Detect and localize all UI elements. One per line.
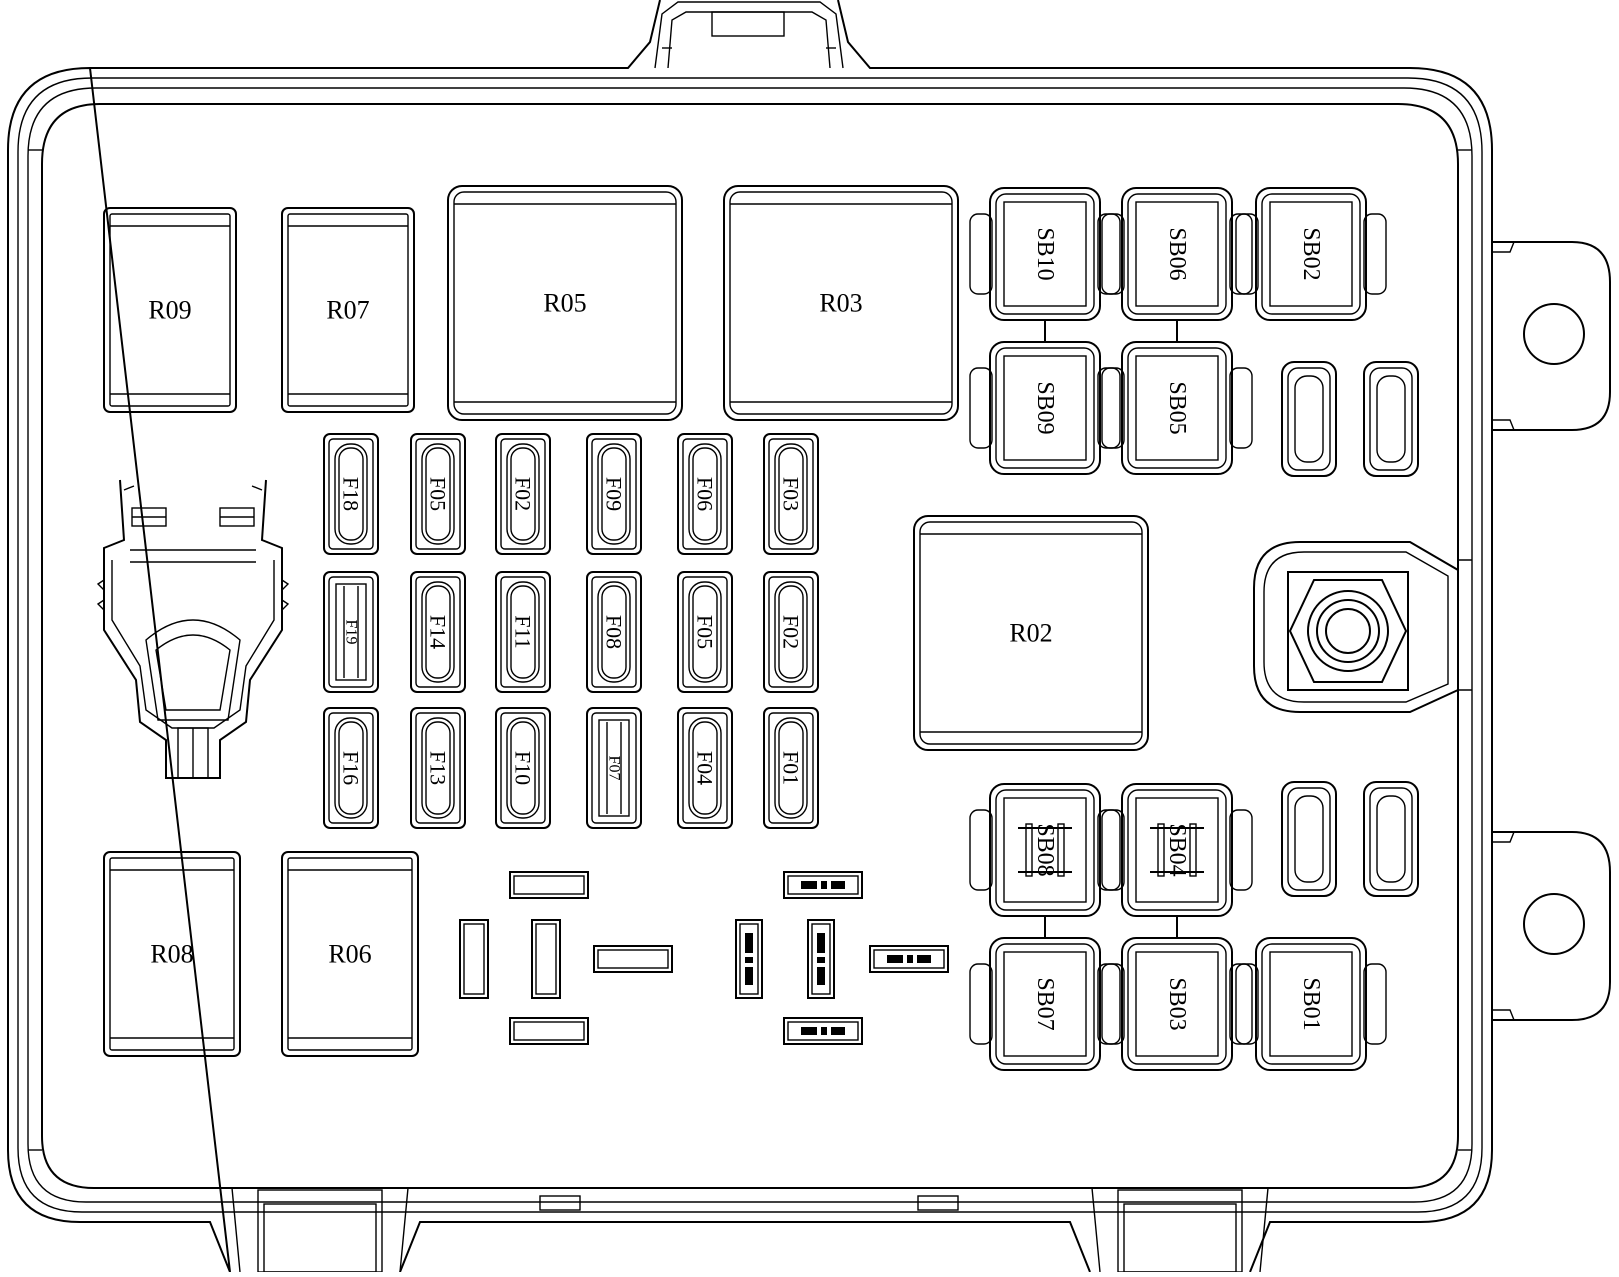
slow-blow-fuse-label: SB04 <box>1164 823 1190 876</box>
fuse-f09: F09 <box>586 433 642 555</box>
fuse-label: F16 <box>339 751 364 785</box>
terminal-pin <box>807 919 835 999</box>
connector-clip <box>96 479 290 779</box>
terminal-pin <box>783 1017 863 1045</box>
slow-blow-fuse-sb05: SB05 <box>1101 341 1253 475</box>
slow-blow-fuse-sb09: SB09 <box>969 341 1121 475</box>
terminal-pin <box>783 871 863 899</box>
spare-slot <box>1281 781 1337 897</box>
fuse-f08: F08 <box>586 571 642 693</box>
fuse-label: F03 <box>779 477 804 511</box>
fuse-label: F04 <box>693 751 718 785</box>
fuse-label: F01 <box>779 751 804 785</box>
fuse-f13: F13 <box>410 707 466 829</box>
fuse-label: F10 <box>511 751 536 785</box>
fuse-f05: F05 <box>410 433 466 555</box>
relay-label: R05 <box>543 289 586 318</box>
fuse-f02: F02 <box>763 571 819 693</box>
relay-r03: R03 <box>723 185 959 421</box>
slow-blow-fuse-sb07: SB07 <box>969 937 1121 1071</box>
fuse-f04: F04 <box>677 707 733 829</box>
relay-label: R08 <box>150 940 193 969</box>
spare-slot <box>1363 781 1419 897</box>
relay-r09: R09 <box>103 207 237 413</box>
slow-blow-fuse-sb03: SB03 <box>1101 937 1253 1071</box>
slow-blow-fuse-sb06: SB06 <box>1101 187 1253 321</box>
fuse-f06: F06 <box>677 433 733 555</box>
slow-blow-fuse-sb02: SB02 <box>1235 187 1387 321</box>
fuse-f02: F02 <box>495 433 551 555</box>
fuse-f14: F14 <box>410 571 466 693</box>
fuse-label: F19 <box>343 620 360 645</box>
relay-r06: R06 <box>281 851 419 1057</box>
fuse-f18: F18 <box>323 433 379 555</box>
slow-blow-fuse-sb04: SB04 <box>1101 783 1253 917</box>
fuse-f01: F01 <box>763 707 819 829</box>
relay-r07: R07 <box>281 207 415 413</box>
fuse-f10: F10 <box>495 707 551 829</box>
fuse-label: F18 <box>339 477 364 511</box>
slow-blow-fuse-label: SB06 <box>1164 227 1190 280</box>
relay-r02: R02 <box>913 515 1149 751</box>
slow-blow-fuse-label: SB09 <box>1032 381 1058 434</box>
terminal-pins <box>459 871 949 1045</box>
fuse-label: F11 <box>511 615 536 648</box>
slow-blow-fuse-label: SB03 <box>1164 977 1190 1030</box>
fuse-f03: F03 <box>763 433 819 555</box>
housing <box>7 0 1611 1273</box>
terminal-pin <box>593 945 673 973</box>
relay-label: R03 <box>819 289 862 318</box>
fuse-label: F02 <box>511 477 536 511</box>
battery-stud-terminal <box>1253 541 1459 713</box>
fuse-f05: F05 <box>677 571 733 693</box>
fuse-f07: F07 <box>586 707 642 829</box>
fuse-f11: F11 <box>495 571 551 693</box>
slow-blow-fuse-sb08: SB08 <box>969 783 1121 917</box>
fuse-label: F14 <box>426 615 451 649</box>
fuse-f16: F16 <box>323 707 379 829</box>
fuse-label: F07 <box>606 756 623 781</box>
terminal-pin <box>509 871 589 899</box>
terminal-pin <box>735 919 763 999</box>
fuse-label: F13 <box>426 751 451 785</box>
terminal-pin <box>509 1017 589 1045</box>
slow-blow-fuse-label: SB08 <box>1032 823 1058 876</box>
fuse-label: F09 <box>602 477 627 511</box>
fuse-label: F06 <box>693 477 718 511</box>
terminal-pin <box>531 919 561 999</box>
relay-label: R07 <box>326 296 369 325</box>
slow-blow-fuse-label: SB10 <box>1032 227 1058 280</box>
fuse-label: F05 <box>426 477 451 511</box>
slow-blow-fuse-sb01: SB01 <box>1235 937 1387 1071</box>
spare-slot <box>1363 361 1419 477</box>
fuse-label: F02 <box>779 615 804 649</box>
slow-blow-fuse-label: SB05 <box>1164 381 1190 434</box>
slow-blow-fuse-label: SB07 <box>1032 977 1058 1030</box>
fuse-label: F08 <box>602 615 627 649</box>
relay-r08: R08 <box>103 851 241 1057</box>
terminal-pin <box>459 919 489 999</box>
spare-slot <box>1281 361 1337 477</box>
slow-blow-fuse-label: SB01 <box>1298 977 1324 1030</box>
relay-label: R06 <box>328 940 371 969</box>
relay-label: R02 <box>1009 619 1052 648</box>
relay-r05: R05 <box>447 185 683 421</box>
slow-blow-fuse-label: SB02 <box>1298 227 1324 280</box>
spare-fuse-slots <box>1281 361 1419 897</box>
fuse-label: F05 <box>693 615 718 649</box>
relay-label: R09 <box>148 296 191 325</box>
fuse-f19: F19 <box>323 571 379 693</box>
slow-blow-fuse-sb10: SB10 <box>969 187 1121 321</box>
terminal-pin <box>869 945 949 973</box>
